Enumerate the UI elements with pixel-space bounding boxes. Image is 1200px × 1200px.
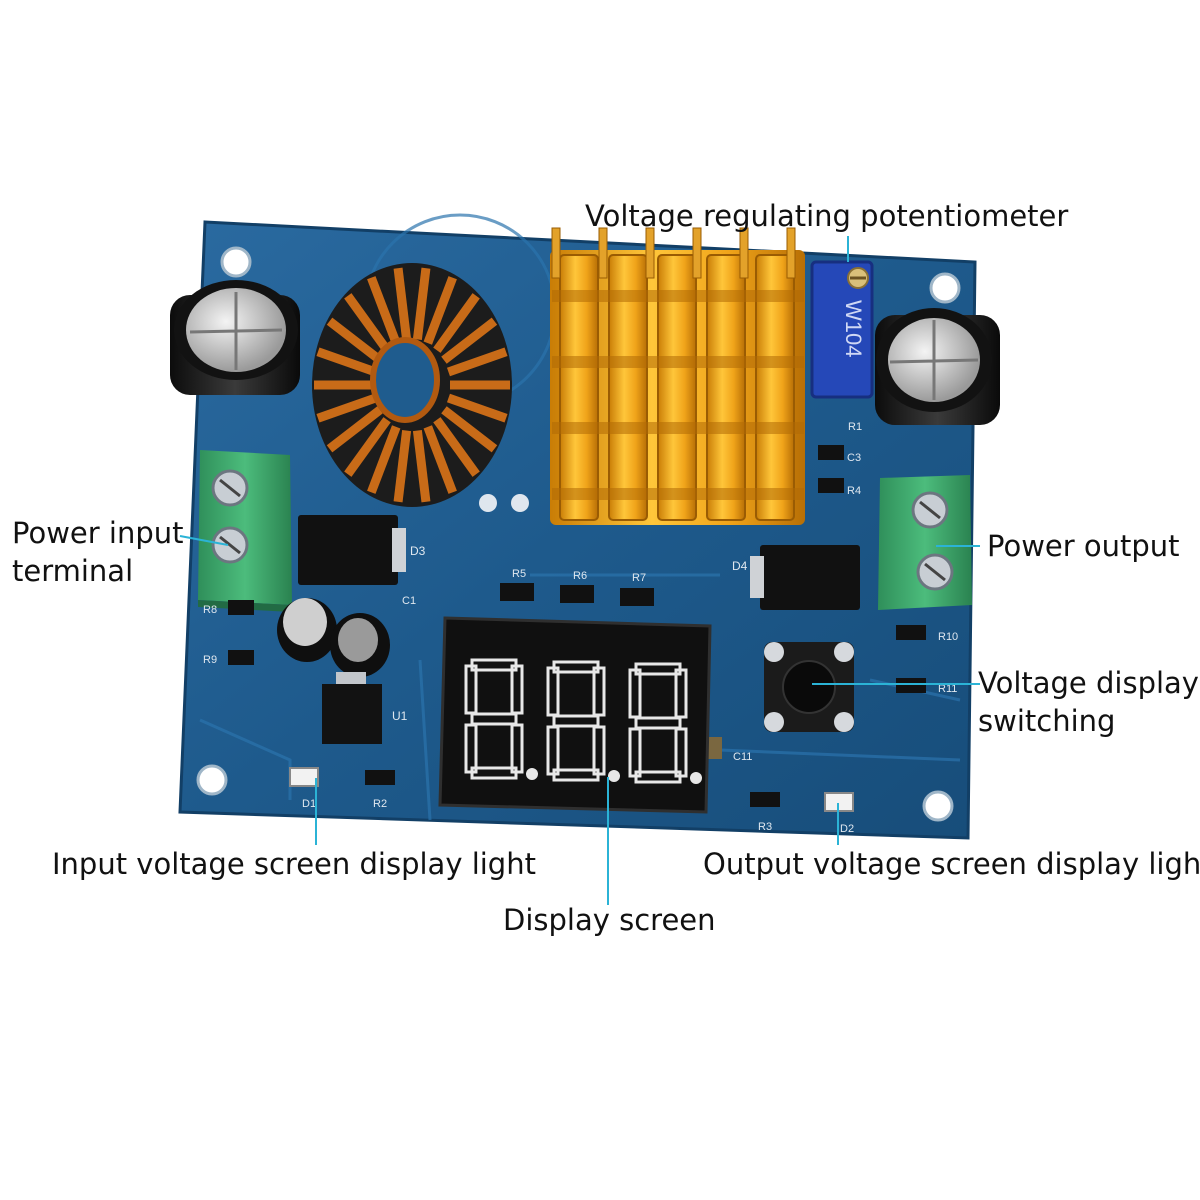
output-terminal-block (878, 475, 972, 610)
heatsink (550, 227, 805, 525)
svg-text:R6: R6 (573, 570, 587, 582)
seven-segment-display (438, 616, 712, 814)
svg-text:C11: C11 (733, 751, 752, 763)
digit-segment (510, 664, 524, 715)
left-electrolytic-capacitor (170, 280, 300, 395)
label-power-output: Power output (987, 529, 1180, 563)
svg-text:R4: R4 (847, 485, 861, 497)
decimal-point (608, 770, 620, 782)
trim-potentiometer: W104 (810, 260, 874, 399)
pot-marking: W104 (841, 300, 866, 357)
svg-text:R8: R8 (203, 604, 217, 616)
svg-text:C1: C1 (402, 595, 416, 607)
smd-resistors: R5 R6 R7 R8 R9 R10 R11 R2 R3 R4 C3 R1 C1… (203, 421, 958, 833)
svg-text:D1: D1 (302, 798, 316, 810)
digit-segment (510, 723, 524, 774)
digit-segment (464, 723, 478, 774)
label-power-input-line2: terminal (12, 554, 134, 588)
label-voltage-switch-line1: Voltage display (978, 666, 1199, 700)
label-voltage-display-switching: Voltage display switching (978, 664, 1199, 740)
label-voltage-regulating-potentiometer: Voltage regulating potentiometer (585, 199, 1069, 233)
digit-segment (592, 666, 606, 717)
diode-d3: D3 (298, 515, 426, 585)
decimal-point (690, 772, 702, 784)
svg-text:U1: U1 (392, 709, 408, 723)
label-voltage-switch-line2: switching (978, 704, 1116, 738)
svg-text:D4: D4 (732, 559, 748, 573)
digit-segment (546, 725, 560, 776)
display-switch-button (764, 642, 854, 732)
leader-lines (179, 236, 980, 905)
label-power-input-terminal: Power input terminal (12, 514, 184, 590)
svg-text:C3: C3 (847, 452, 861, 464)
svg-text:R7: R7 (632, 572, 646, 584)
digit-segment (546, 666, 560, 717)
label-input-voltage-light: Input voltage screen display light (52, 847, 536, 881)
regulator-u1: U1 (322, 672, 408, 744)
digit-segment (628, 727, 642, 778)
decimal-point (526, 768, 538, 780)
label-power-input-line1: Power input (12, 516, 184, 550)
svg-text:R5: R5 (512, 568, 526, 580)
digit-segment (592, 725, 606, 776)
digit-segment (470, 712, 518, 726)
svg-text:R11: R11 (938, 683, 957, 695)
digit-segment (552, 714, 600, 728)
digit-segment (674, 727, 688, 778)
diode-d4: D4 (732, 545, 860, 610)
label-output-voltage-light: Output voltage screen display light (703, 847, 1200, 881)
svg-text:R3: R3 (758, 821, 772, 833)
svg-text:R2: R2 (373, 798, 387, 810)
mounting-holes (196, 246, 961, 822)
svg-text:D2: D2 (840, 823, 854, 835)
label-display-screen: Display screen (503, 903, 716, 937)
toroid-inductor (312, 263, 512, 507)
digit-segment (628, 668, 642, 719)
input-led: D1 (289, 767, 319, 810)
right-electrolytic-capacitor (875, 308, 1000, 425)
svg-text:R9: R9 (203, 654, 217, 666)
digit-segment (674, 668, 688, 719)
svg-text:R10: R10 (938, 631, 958, 643)
input-terminal-block (198, 450, 292, 612)
svg-text:D3: D3 (410, 544, 426, 558)
svg-text:R1: R1 (848, 421, 862, 433)
digit-segment (634, 716, 682, 730)
small-capacitors (277, 598, 390, 677)
digit-segment (464, 664, 478, 715)
